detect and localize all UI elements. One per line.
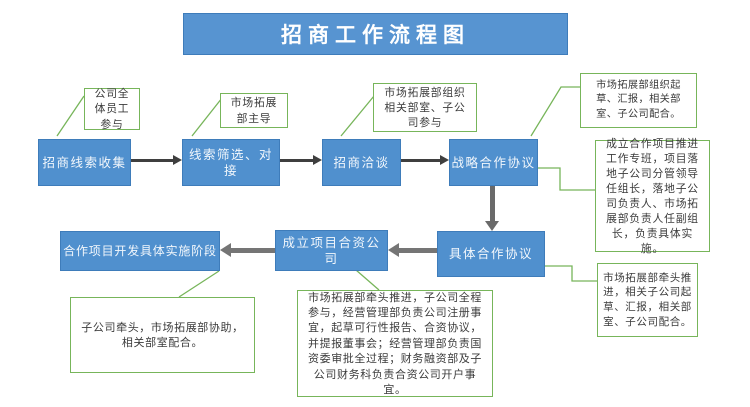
flowchart-title: 招商工作流程图 xyxy=(183,13,568,55)
annotation-specific-agreement-note: 市场拓展部牵头推进，相关子公司起草、汇报，相关部室、子公司配合。 xyxy=(597,263,698,337)
callout-line-joint-venture-note xyxy=(355,269,380,291)
arrow-head-icon xyxy=(173,155,182,165)
arrow-strategic-to-specific xyxy=(485,186,499,231)
arrow-shaft xyxy=(280,158,314,162)
process-node-implementation: 合作项目开发具体实施阶段 xyxy=(60,231,220,271)
arrow-head-icon xyxy=(388,243,399,257)
arrow-negotiation-to-strategic xyxy=(401,154,449,166)
callout-line-market-dept-lead xyxy=(191,97,223,137)
process-node-joint-venture: 成立项目合资公司 xyxy=(275,230,388,271)
process-node-strategic-agreement: 战略合作协议 xyxy=(449,139,538,186)
arrow-shaft xyxy=(401,158,441,162)
arrow-head-icon xyxy=(485,221,499,231)
arrow-joint-venture-to-implementation xyxy=(220,243,275,257)
arrow-shaft xyxy=(230,247,275,253)
arrow-screening-to-negotiation xyxy=(280,154,322,166)
arrow-shaft xyxy=(489,186,495,222)
callout-line-strategic-drafting xyxy=(530,86,580,137)
callout-line-specific-agreement-note xyxy=(545,265,597,282)
callout-line-negotiation-participants xyxy=(340,95,375,137)
process-node-specific-agreement: 具体合作协议 xyxy=(437,231,545,277)
process-node-negotiation: 招商洽谈 xyxy=(322,139,401,186)
annotation-task-force: 成立合作项目推进工作专班，项目落地子公司分管领导任组长，落地子公司负责人、市场拓… xyxy=(595,137,710,255)
process-node-lead-collection: 招商线索收集 xyxy=(38,139,131,186)
arrow-head-icon xyxy=(313,155,322,165)
annotation-staff-participation: 公司全体员工参与 xyxy=(84,87,140,131)
arrow-head-icon xyxy=(440,155,449,165)
callout-line-staff-participation xyxy=(56,95,85,137)
arrow-collection-to-screening xyxy=(131,154,182,166)
callout-line-implementation-note xyxy=(178,270,220,298)
annotation-strategic-drafting: 市场拓展部组织起草、汇报，相关部室、子公司配合。 xyxy=(580,73,697,128)
process-node-lead-screening: 线索筛选、对接 xyxy=(182,139,280,186)
annotation-negotiation-participants: 市场拓展部组织相关部室、子公司参与 xyxy=(373,83,477,132)
annotation-market-dept-lead: 市场拓展部主导 xyxy=(220,93,288,128)
arrow-shaft xyxy=(398,247,437,253)
arrow-specific-to-joint-venture xyxy=(388,243,437,257)
annotation-joint-venture-note: 市场拓展部牵头推进，子公司全程参与，经营管理部负责公司注册事宜，起草可行性报告、… xyxy=(297,290,493,397)
annotation-implementation-note: 子公司牵头，市场拓展部协助，相关部室配合。 xyxy=(70,297,255,373)
arrow-head-icon xyxy=(220,243,231,257)
callout-line-task-force xyxy=(538,167,595,191)
arrow-shaft xyxy=(131,158,174,162)
